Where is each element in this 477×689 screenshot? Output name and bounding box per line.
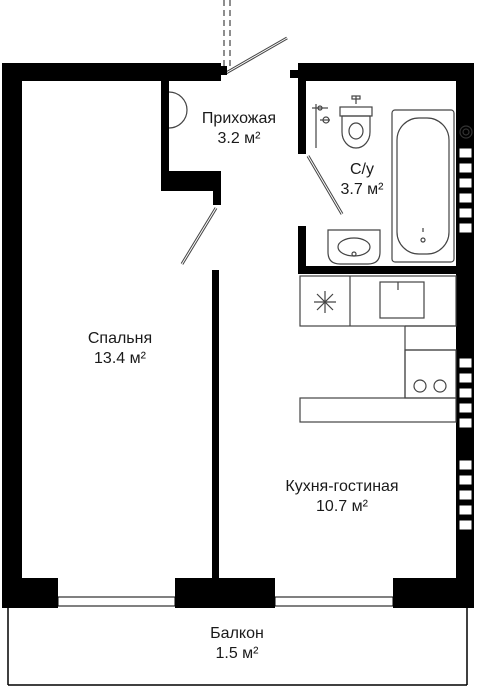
- kitchen-counter-upper: [299, 275, 457, 327]
- toilet-tank: [339, 106, 373, 117]
- wall-hall-left: [161, 81, 169, 191]
- wall-top-left: [2, 63, 221, 81]
- window-pane: [458, 417, 473, 429]
- kitchen-counter-lower: [299, 397, 457, 423]
- door-post: [290, 70, 298, 78]
- window-pane: [458, 147, 473, 159]
- room-name: С/у: [350, 161, 374, 178]
- window-pane: [458, 387, 473, 399]
- sink: [327, 229, 381, 265]
- window-pane: [458, 459, 473, 471]
- toilet-bowl: [341, 115, 371, 149]
- room-label-kitchen: Кухня-гостиная 10.7 м²: [262, 477, 422, 517]
- stove-burner: [413, 379, 427, 393]
- sink-basin: [337, 237, 371, 257]
- bedroom-door-leaf: [181, 207, 217, 265]
- toilet-seat: [348, 122, 364, 140]
- kitchen-fixtures: [299, 275, 457, 423]
- wall-bath-bottom: [298, 266, 456, 274]
- right-windows: [458, 147, 473, 531]
- sink-drain: [351, 251, 357, 257]
- entrance-door: [219, 0, 298, 78]
- room-label-bedroom: Спальня 13.4 м²: [65, 329, 175, 369]
- room-label-balcony: Балкон 1.5 м²: [187, 624, 287, 664]
- room-area: 3.7 м²: [340, 181, 384, 198]
- stove: [404, 349, 457, 399]
- room-name: Спальня: [87, 330, 153, 347]
- toilet-flush-button: [351, 95, 361, 100]
- room-area: 10.7 м²: [316, 498, 368, 515]
- window-kitchen: [274, 596, 394, 607]
- balcony: [7, 608, 468, 686]
- room-area: 3.2 м²: [217, 130, 261, 147]
- stove-burner: [433, 379, 447, 393]
- room-area: 13.4 м²: [94, 350, 146, 367]
- wall-bottom-middle: [175, 578, 275, 608]
- kitchen-sink: [379, 281, 425, 319]
- window-bedroom: [57, 596, 176, 607]
- vent-icons: [459, 125, 473, 139]
- fridge-icon: [316, 293, 334, 311]
- wall-hall-stub: [213, 171, 221, 205]
- window-pane: [458, 192, 473, 204]
- room-name: Прихожая: [201, 110, 277, 127]
- window-pane: [458, 519, 473, 531]
- vent-icon: [462, 128, 470, 136]
- window-pane: [458, 177, 473, 189]
- room-name: Кухня-гостиная: [285, 478, 399, 495]
- window-pane: [458, 402, 473, 414]
- bathroom-door-leaf: [307, 155, 343, 215]
- window-pane: [458, 504, 473, 516]
- window-pane: [458, 474, 473, 486]
- room-area: 1.5 м²: [215, 645, 259, 662]
- interior-walls: [161, 81, 456, 578]
- room-name: Балкон: [210, 625, 264, 642]
- wall-bath-left-lower: [298, 226, 306, 274]
- door-post: [219, 66, 227, 75]
- bottom-windows: [57, 596, 394, 607]
- entrance-door-leaf: [225, 37, 288, 74]
- window-pane: [458, 162, 473, 174]
- wall-left: [2, 63, 22, 608]
- wall-bath-left-upper: [298, 81, 306, 154]
- wall-bottom-right: [393, 578, 474, 608]
- bathtub-drain: [420, 237, 426, 243]
- bathroom-door: [306, 155, 344, 215]
- bedroom-door: [180, 207, 218, 265]
- window-pane: [458, 222, 473, 234]
- window-pane: [458, 372, 473, 384]
- vent-icon: [459, 125, 473, 139]
- window-pane: [458, 489, 473, 501]
- towel-rail-knob: [317, 105, 323, 111]
- wall-hall-jog: [161, 171, 221, 191]
- wall-top-right: [298, 63, 474, 81]
- window-pane: [458, 207, 473, 219]
- room-label-bathroom: С/у 3.7 м²: [322, 160, 402, 200]
- towel-rail-knob: [322, 116, 330, 124]
- wardrobe-arc: [168, 91, 188, 129]
- room-label-hallway: Прихожая 3.2 м²: [189, 109, 289, 149]
- bathtub-inner: [396, 117, 450, 255]
- window-pane: [458, 357, 473, 369]
- wall-bedroom-kitchen: [212, 270, 219, 578]
- bathroom-fixtures: [312, 95, 455, 265]
- wall-bottom-left: [2, 578, 58, 608]
- bathtub: [391, 109, 455, 263]
